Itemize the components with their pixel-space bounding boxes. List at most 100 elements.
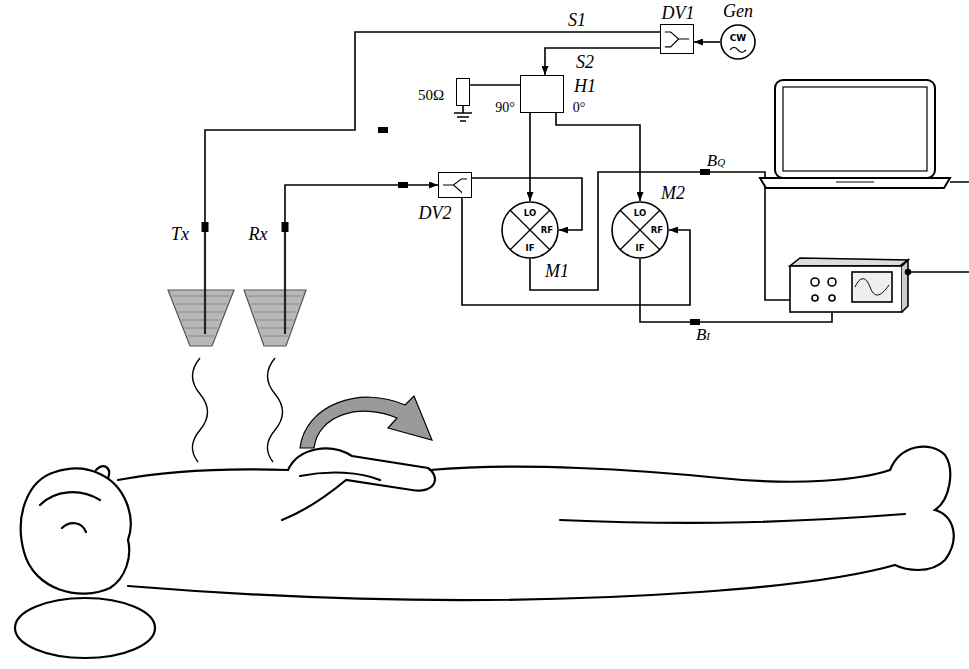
feed-connector	[282, 222, 289, 232]
signal-line	[545, 48, 660, 75]
node-label: RF	[541, 226, 553, 235]
horn-hatch	[248, 296, 302, 336]
legs-split	[560, 514, 905, 523]
patient	[15, 447, 954, 658]
circle-outline	[612, 202, 668, 258]
horn-body	[244, 290, 306, 346]
node-label: Tx	[171, 225, 189, 243]
wave-rx	[267, 358, 282, 462]
node-label: 50Ω	[418, 88, 444, 103]
connectors	[378, 87, 710, 326]
radio-waves	[192, 358, 282, 462]
circle-outline	[721, 25, 755, 59]
signal-line	[463, 78, 520, 85]
scope-input	[828, 278, 836, 286]
if-wire-q	[530, 172, 815, 300]
ground-symbol	[454, 106, 472, 121]
horn-body	[168, 290, 234, 346]
node-label: CW	[730, 34, 747, 43]
node-outline	[661, 25, 693, 53]
splitter-symbol	[443, 179, 467, 193]
sine-symbol	[730, 47, 746, 52]
signal-line	[694, 41, 720, 43]
horn-hatch	[172, 296, 229, 336]
node-label: LO	[524, 209, 536, 218]
laptop-lid	[775, 80, 935, 178]
turning-arrow	[300, 396, 432, 448]
feet	[890, 447, 954, 570]
node-label: Gen	[723, 2, 753, 20]
legs-top	[430, 467, 890, 482]
resistor-symbol: 50Ω	[456, 78, 470, 106]
pillow	[15, 598, 155, 658]
scope-cable	[910, 271, 969, 273]
scope-input	[811, 278, 819, 286]
scope-side	[902, 260, 908, 312]
circle-outline	[502, 202, 558, 258]
node-label: H1	[574, 77, 596, 95]
divider-box: DV2	[438, 172, 472, 198]
shoulder	[118, 469, 288, 480]
node-label: 90°	[495, 101, 515, 115]
signal-name: S1	[566, 11, 588, 29]
scope-port	[906, 270, 911, 275]
node-label: IF	[526, 244, 535, 253]
node-outline	[439, 173, 471, 197]
scope-knob	[829, 295, 835, 301]
scope-body	[790, 266, 902, 312]
signal-line	[556, 113, 640, 201]
feed-rod	[204, 230, 206, 334]
node-outline	[457, 79, 469, 105]
generator: GenCW	[720, 24, 756, 60]
node-label: LO	[634, 209, 646, 218]
arms	[282, 448, 435, 520]
laptop-notch	[836, 181, 874, 182]
scope-knob	[812, 295, 818, 301]
signal-line	[285, 185, 438, 222]
divider-box: DV1	[660, 24, 694, 54]
cable-connector	[378, 127, 388, 133]
hand	[300, 473, 380, 480]
node-label: 0°	[573, 101, 586, 115]
node-label: RF	[651, 226, 663, 235]
laptop	[760, 80, 969, 188]
signal-line	[462, 198, 690, 305]
scope-top	[790, 258, 908, 266]
signal-line	[205, 32, 660, 222]
mixer-symbol: LORFIFM2	[611, 201, 669, 259]
feed-connector	[202, 222, 209, 232]
mixer-symbol: LORFIFM1	[501, 201, 559, 259]
signal-name: BQ	[705, 152, 727, 169]
node-label: M1	[545, 262, 569, 280]
body-bottom	[128, 565, 895, 600]
horn-antenna: Tx	[168, 222, 234, 346]
node-label: M2	[661, 184, 685, 202]
splitter-symbol	[665, 32, 689, 47]
oscilloscope	[790, 258, 969, 312]
node-label: Rx	[249, 225, 268, 243]
head	[21, 468, 131, 593]
node-outline	[521, 76, 563, 112]
face	[40, 466, 109, 532]
scope-trace	[855, 279, 889, 295]
cable-connector	[700, 169, 710, 175]
wave-tx	[192, 358, 207, 462]
node-label: DV2	[419, 204, 452, 222]
signal-name: BI	[694, 326, 712, 343]
horn-antenna: Rx	[244, 222, 306, 346]
laptop-screen	[783, 87, 927, 171]
node-label: DV1	[662, 4, 695, 22]
laptop-base	[760, 178, 950, 188]
signal-name: S2	[574, 53, 596, 71]
hybrid-coupler: H190°0°	[520, 75, 564, 113]
signal-line	[529, 113, 531, 201]
usb-cable	[950, 181, 969, 183]
node-label: IF	[636, 244, 645, 253]
scope-screen	[852, 272, 892, 302]
feed-rod	[284, 230, 286, 334]
